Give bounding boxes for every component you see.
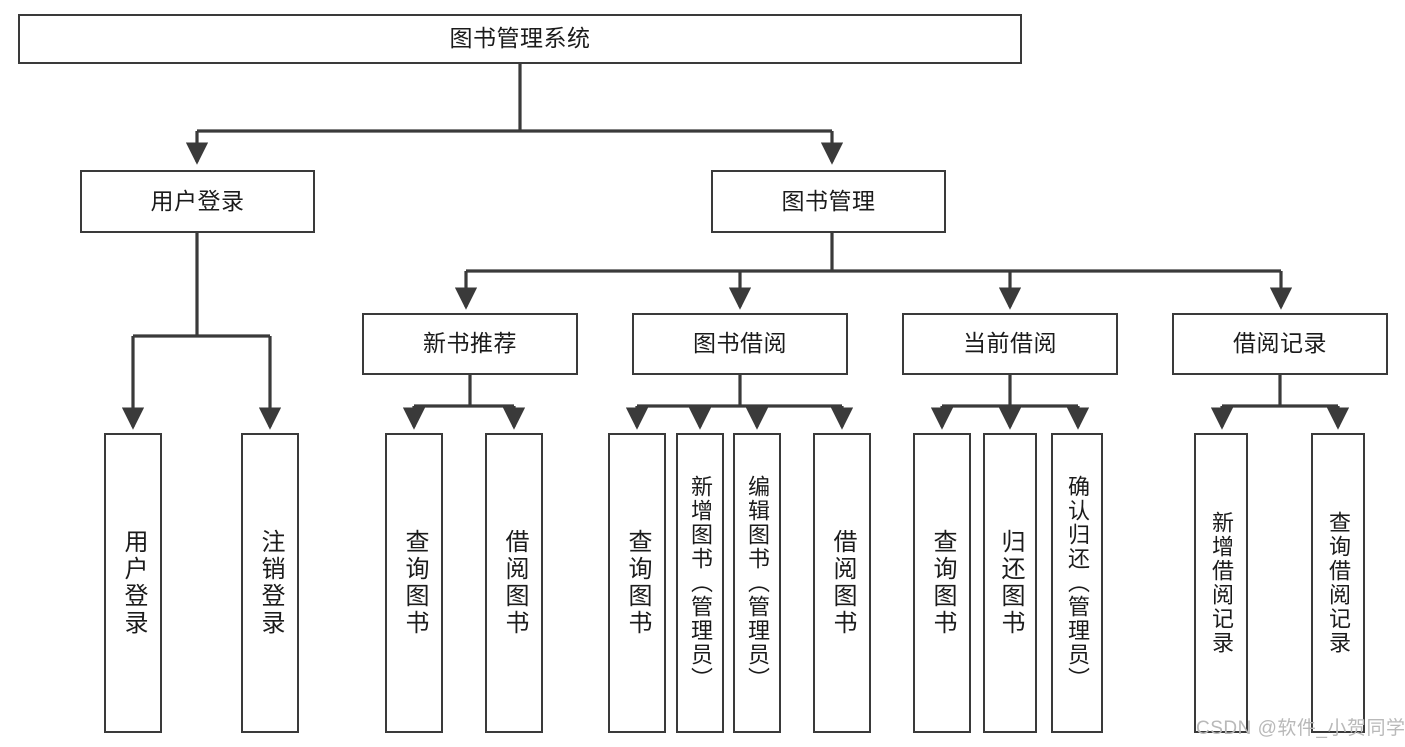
node-label: 图书管理系统 [449, 25, 591, 52]
node-user-login[interactable]: 用户登录 [80, 170, 315, 233]
node-label: 用户登录 [150, 187, 245, 214]
leaf-return-book[interactable]: 归还图书 [983, 433, 1037, 733]
node-label: 查询图书 [929, 529, 956, 637]
node-label: 查询图书 [624, 529, 651, 637]
node-label: 图书管理 [781, 187, 876, 214]
leaf-query-book-2[interactable]: 查询图书 [608, 433, 666, 733]
leaf-borrow-book-2[interactable]: 借阅图书 [813, 433, 871, 733]
node-label: 借阅图书 [829, 529, 856, 637]
node-label: 借阅图书 [501, 529, 528, 637]
node-new-book-recommend[interactable]: 新书推荐 [362, 313, 578, 375]
leaf-borrow-book-1[interactable]: 借阅图书 [485, 433, 543, 733]
node-label: 确认归还（管理员） [1065, 475, 1090, 691]
node-book-management-system[interactable]: 图书管理系统 [18, 14, 1022, 64]
node-label: 查询借阅记录 [1326, 511, 1351, 655]
node-label: 注销登录 [257, 529, 284, 637]
node-label: 查询图书 [401, 529, 428, 637]
leaf-query-record[interactable]: 查询借阅记录 [1311, 433, 1365, 733]
node-label: 新增借阅记录 [1209, 511, 1234, 655]
leaf-add-record[interactable]: 新增借阅记录 [1194, 433, 1248, 733]
node-label: 当前借阅 [963, 330, 1057, 357]
leaf-add-book[interactable]: 新增图书（管理员） [676, 433, 724, 733]
leaf-edit-book[interactable]: 编辑图书（管理员） [733, 433, 781, 733]
node-book-borrow[interactable]: 图书借阅 [632, 313, 848, 375]
node-current-borrow[interactable]: 当前借阅 [902, 313, 1118, 375]
leaf-query-book-1[interactable]: 查询图书 [385, 433, 443, 733]
leaf-logout-login[interactable]: 注销登录 [241, 433, 299, 733]
node-label: 新书推荐 [423, 330, 517, 357]
node-book-manage[interactable]: 图书管理 [711, 170, 946, 233]
node-label: 用户登录 [120, 529, 147, 637]
node-label: 编辑图书（管理员） [745, 475, 770, 691]
node-label: 借阅记录 [1233, 330, 1327, 357]
leaf-user-login[interactable]: 用户登录 [104, 433, 162, 733]
leaf-confirm-return[interactable]: 确认归还（管理员） [1051, 433, 1103, 733]
node-label: 新增图书（管理员） [688, 475, 713, 691]
leaf-query-book-3[interactable]: 查询图书 [913, 433, 971, 733]
watermark-text: CSDN @软件_小贺同学 [1196, 718, 1405, 739]
node-borrow-record[interactable]: 借阅记录 [1172, 313, 1388, 375]
node-label: 图书借阅 [693, 330, 787, 357]
node-label: 归还图书 [997, 529, 1024, 637]
